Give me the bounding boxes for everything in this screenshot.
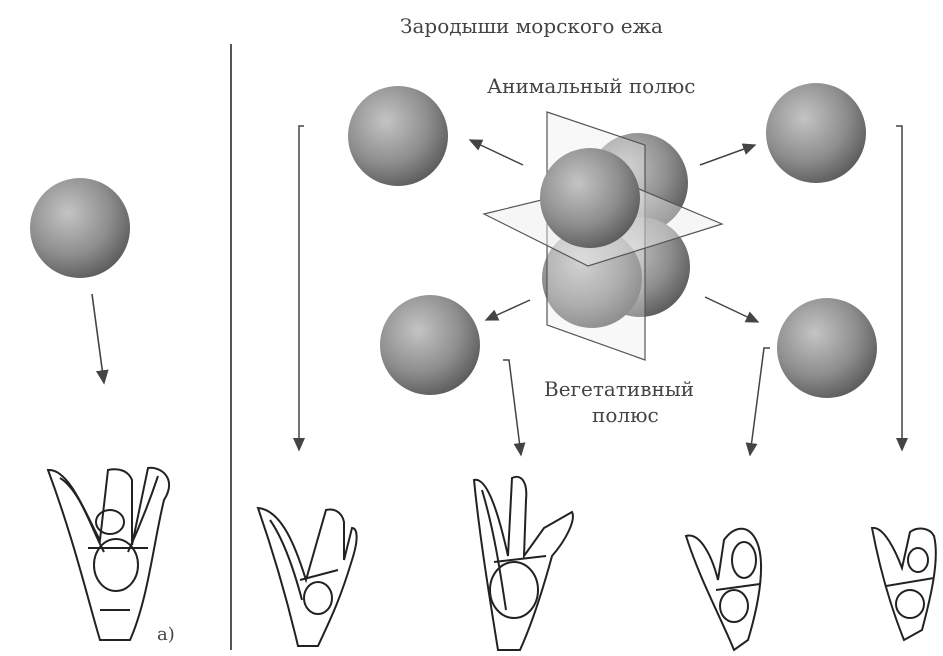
pluteus-larva-a (48, 468, 169, 640)
pluteus-larva-2 (474, 477, 573, 650)
pluteus-larva-1 (258, 508, 357, 646)
blastomere-top-right (766, 83, 866, 183)
arrow-egg-to-larva (92, 294, 104, 383)
blastomere-bottom-left (380, 295, 480, 395)
pluteus-larva-3 (686, 529, 761, 650)
vegetal-pole-label: Вегетативный полюс (544, 376, 694, 428)
blastomere-top-left (348, 86, 448, 186)
animal-pole-label: Анимальный полюс (487, 74, 696, 98)
vegetal-pole-label-line1: Вегетативный (544, 377, 694, 401)
vegetal-pole-label-line2: полюс (544, 402, 694, 428)
diagram-title: Зародыши морского ежа (400, 14, 663, 38)
pluteus-larva-4 (872, 528, 936, 640)
blastomere-bottom-right (777, 298, 877, 398)
egg-sphere (30, 178, 130, 278)
panel-a-label: а) (157, 624, 175, 645)
four-cell-embryo (484, 112, 722, 360)
